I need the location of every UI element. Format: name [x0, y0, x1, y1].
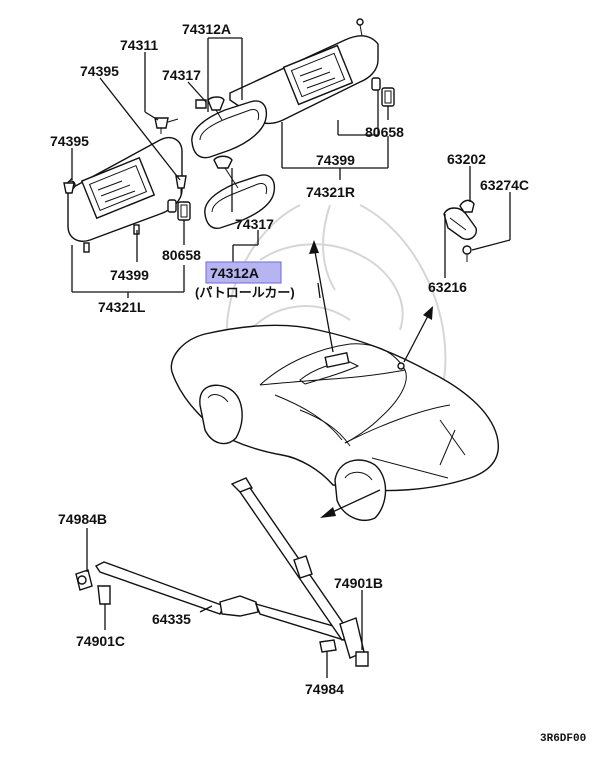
- label-80658-right[interactable]: 80658: [365, 124, 404, 140]
- label-74399-right[interactable]: 74399: [316, 152, 355, 168]
- label-74901B[interactable]: 74901B: [334, 575, 383, 591]
- leader-lines: [71, 37, 511, 678]
- diagram-code: 3R6DF00: [540, 733, 586, 745]
- rearview-mirror-lower: [204, 155, 276, 229]
- label-74901C[interactable]: 74901C: [76, 633, 125, 649]
- label-74984[interactable]: 74984: [305, 681, 344, 697]
- seat-belt-assembly: [75, 477, 369, 667]
- label-74317-b[interactable]: 74317: [235, 216, 274, 232]
- patrol-car-note: (パトロールカー): [195, 285, 295, 300]
- assist-grip: [443, 199, 477, 262]
- visor-holder-right: [371, 77, 381, 91]
- label-80658-left[interactable]: 80658: [162, 247, 201, 263]
- label-74317-a[interactable]: 74317: [162, 67, 201, 83]
- label-74312A-highlight[interactable]: 74312A: [210, 265, 259, 281]
- label-74395-b[interactable]: 74395: [50, 133, 89, 149]
- label-64335[interactable]: 64335: [152, 611, 191, 627]
- highlight-box: [205, 261, 282, 284]
- part-labels: 74312A 74311 74395 74317 74395 80658 743…: [50, 21, 586, 745]
- visor-holder-left: [167, 199, 177, 213]
- label-63216[interactable]: 63216: [428, 279, 467, 295]
- label-63202[interactable]: 63202: [447, 151, 486, 167]
- label-74311[interactable]: 74311: [120, 37, 158, 53]
- label-74984B[interactable]: 74984B: [58, 511, 107, 527]
- label-74321R[interactable]: 74321R: [306, 184, 355, 200]
- label-74399-left[interactable]: 74399: [110, 267, 149, 283]
- bolt-74311: [154, 117, 179, 134]
- label-74395-a[interactable]: 74395: [80, 63, 119, 79]
- car-body: [170, 324, 499, 521]
- rearview-mirror-upper: [191, 96, 268, 159]
- label-63274C[interactable]: 63274C: [480, 177, 529, 193]
- label-74312A-top[interactable]: 74312A: [182, 21, 231, 37]
- sun-visor-left: [65, 136, 183, 242]
- label-74321L[interactable]: 74321L: [98, 299, 146, 315]
- pointer-arrows: [309, 240, 433, 518]
